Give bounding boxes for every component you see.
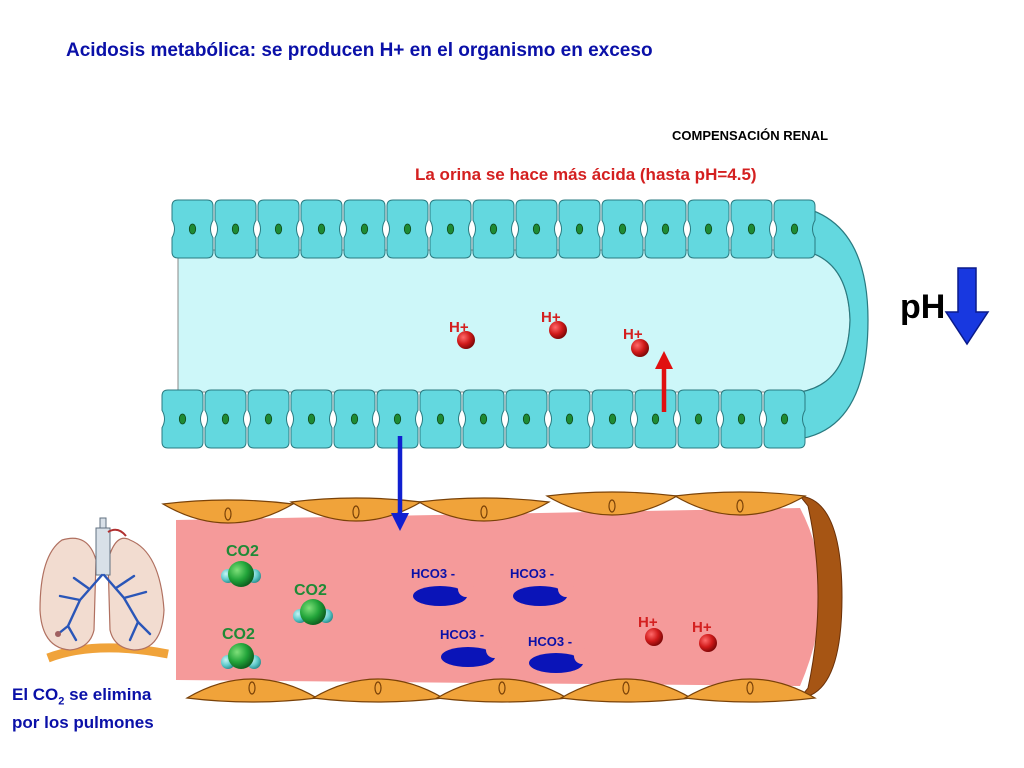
cell-nucleus [403, 223, 412, 235]
lung-caption-prefix: El CO [12, 685, 59, 704]
cell-nucleus [221, 413, 230, 425]
endothelial-nucleus [374, 681, 382, 695]
renal-tubule [161, 199, 869, 449]
endothelial-nucleus [352, 505, 360, 519]
tubule-bottom-epithelium [161, 389, 806, 449]
cell-nucleus [651, 413, 660, 425]
co2-molecule: CO2 [221, 626, 261, 669]
bicarbonate-ion: HCO3 - [528, 634, 590, 673]
bicarbonate-ion: HCO3 - [510, 566, 574, 606]
cell-nucleus [661, 223, 670, 235]
cell-nucleus [747, 223, 756, 235]
cell-nucleus [393, 413, 402, 425]
endothelial-nucleus [224, 507, 232, 521]
h-ion-label: H+ [449, 319, 469, 336]
cell-nucleus [790, 223, 799, 235]
hco3-label: HCO3 - [440, 627, 484, 642]
cell-nucleus [737, 413, 746, 425]
hco3-label: HCO3 - [528, 634, 572, 649]
cell-nucleus [446, 223, 455, 235]
lung-caption: El CO2 se elimina por los pulmones [12, 684, 154, 734]
hco3-label: HCO3 - [411, 566, 455, 581]
cell-nucleus [317, 223, 326, 235]
endothelial-nucleus [622, 681, 630, 695]
h-ion-label: H+ [623, 326, 643, 343]
tubule-lumen [177, 249, 851, 393]
endothelial-nucleus [248, 681, 256, 695]
cell-nucleus [694, 413, 703, 425]
cell-nucleus [178, 413, 187, 425]
urine-note: La orina se hace más ácida (hasta pH=4.5… [415, 165, 757, 184]
tubule-h-ion: H+ [541, 309, 567, 339]
endothelial-cell [161, 499, 295, 524]
endothelial-nucleus [480, 505, 488, 519]
lung-caption-line2: por los pulmones [12, 713, 154, 733]
cell-nucleus [231, 223, 240, 235]
cell-nucleus [780, 413, 789, 425]
endothelial-cell [673, 491, 807, 516]
cell-nucleus [522, 413, 531, 425]
h-ion-label: H+ [692, 619, 712, 636]
compensation-label: COMPENSACIÓN RENAL [672, 128, 829, 143]
cell-nucleus [188, 223, 197, 235]
cell-nucleus [618, 223, 627, 235]
lung-caption-suffix: se elimina [64, 685, 152, 704]
ph-down-arrow-icon [944, 267, 990, 346]
vessel-endothelium [161, 491, 817, 703]
blood-h-ion: H+ [692, 619, 717, 652]
tubule-h-ion: H+ [623, 326, 649, 357]
cell-nucleus [608, 413, 617, 425]
cell-nucleus [350, 413, 359, 425]
co2-label: CO2 [226, 543, 259, 560]
bicarbonate-ion: HCO3 - [440, 627, 502, 667]
cell-nucleus [489, 223, 498, 235]
cell-nucleus [274, 223, 283, 235]
vessel-lumen [176, 508, 821, 686]
endothelial-nucleus [498, 681, 506, 695]
cell-nucleus [360, 223, 369, 235]
cell-nucleus [532, 223, 541, 235]
blood-vessel [161, 491, 843, 703]
cell-nucleus [479, 413, 488, 425]
cell-nucleus [565, 413, 574, 425]
lung-caption-subscript: 2 [58, 695, 65, 708]
co2-label: CO2 [294, 582, 327, 599]
lung-caption-line1: El CO2 se elimina [12, 684, 154, 712]
tubule-top-epithelium [171, 199, 816, 259]
h-ion-label: H+ [541, 309, 561, 326]
co2-molecule: CO2 [221, 543, 261, 587]
endothelial-nucleus [736, 499, 744, 513]
hco3-label: HCO3 - [510, 566, 554, 581]
co2-label: CO2 [222, 626, 255, 643]
tubule-h-ion: H+ [449, 319, 475, 349]
endothelial-cell [683, 678, 817, 703]
page-title: Acidosis metabólica: se producen H+ en e… [66, 40, 653, 61]
cell-nucleus [264, 413, 273, 425]
h-ion-label: H+ [638, 614, 658, 631]
endothelial-nucleus [608, 499, 616, 513]
cell-nucleus [704, 223, 713, 235]
blood-h-ion: H+ [638, 614, 663, 646]
cell-nucleus [307, 413, 316, 425]
cell-nucleus [575, 223, 584, 235]
endothelial-nucleus [746, 681, 754, 695]
cell-nucleus [436, 413, 445, 425]
co2-molecule: CO2 [293, 582, 333, 625]
lungs-icon [39, 517, 169, 663]
vessel-wall-end [798, 495, 843, 699]
ph-label: pH [900, 288, 946, 326]
endothelial-cell [417, 497, 551, 522]
bicarbonate-ion: HCO3 - [411, 566, 474, 606]
